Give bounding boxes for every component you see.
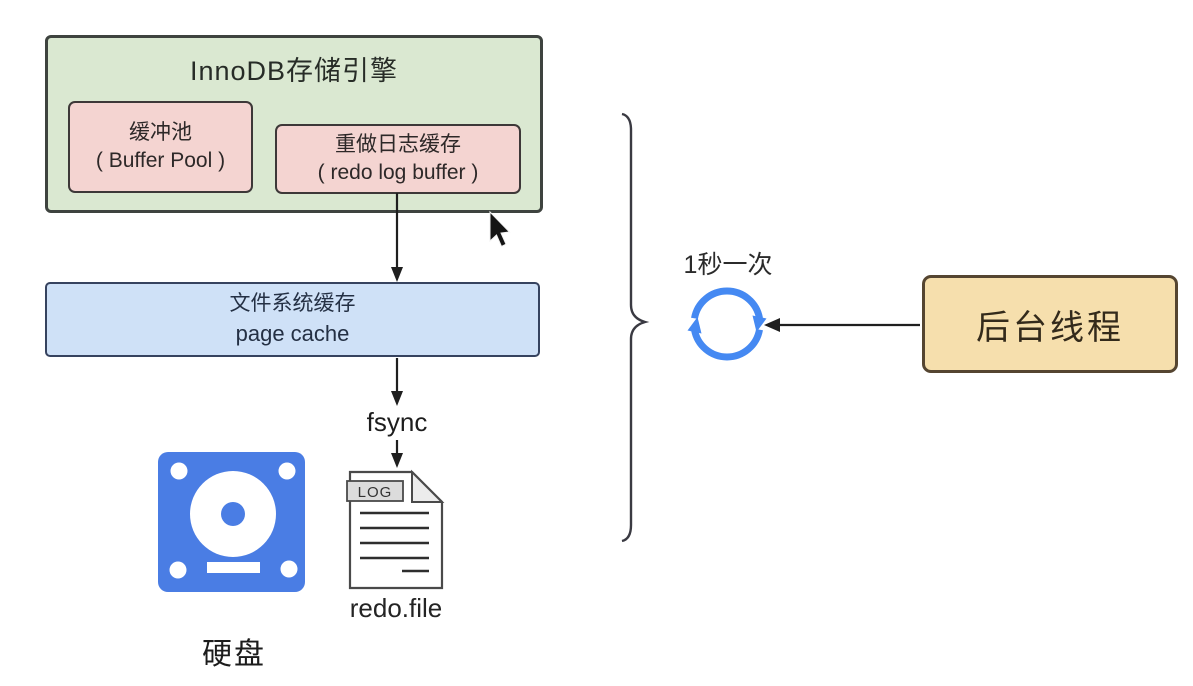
buffer-pool-box: 缓冲池 ( Buffer Pool ) <box>68 101 253 193</box>
arrow-page-cache-to-fsync <box>391 358 403 406</box>
log-file-icon: LOG <box>346 469 445 590</box>
arrow-background-thread-to-cycle <box>764 318 920 332</box>
innodb-engine-title: InnoDB存储引擎 <box>189 56 399 86</box>
page-cache-box: 文件系统缓存 page cache <box>45 282 540 357</box>
arrow-fsync-to-redo-file <box>391 440 403 468</box>
interval-label: 1秒一次 <box>683 251 773 279</box>
page-cache-title-cn: 文件系统缓存 <box>229 292 356 316</box>
redo-log-buffer-title-cn: 重做日志缓存 <box>335 133 461 157</box>
innodb-engine-box: InnoDB存储引擎 缓冲池 ( Buffer Pool ) 重做日志缓存 ( … <box>45 35 543 213</box>
buffer-pool-title-cn: 缓冲池 <box>129 121 192 145</box>
hard-disk-icon <box>158 452 305 592</box>
page-cache-title-en: page cache <box>235 320 350 346</box>
refresh-cycle-icon <box>687 287 767 361</box>
redo-file-label: redo.file <box>349 593 443 623</box>
redo-log-buffer-title-en: ( redo log buffer ) <box>317 161 479 184</box>
background-thread-box: 后台线程 <box>922 275 1178 373</box>
fsync-label: fsync <box>366 407 428 437</box>
disk-label: 硬盘 <box>202 638 266 671</box>
curly-brace <box>621 112 650 543</box>
buffer-pool-title-en: ( Buffer Pool ) <box>95 149 226 172</box>
background-thread-label: 后台线程 <box>976 308 1124 347</box>
log-tab-label: LOG <box>358 484 393 501</box>
redo-log-buffer-box: 重做日志缓存 ( redo log buffer ) <box>275 124 521 194</box>
mouse-cursor-icon <box>489 210 511 248</box>
